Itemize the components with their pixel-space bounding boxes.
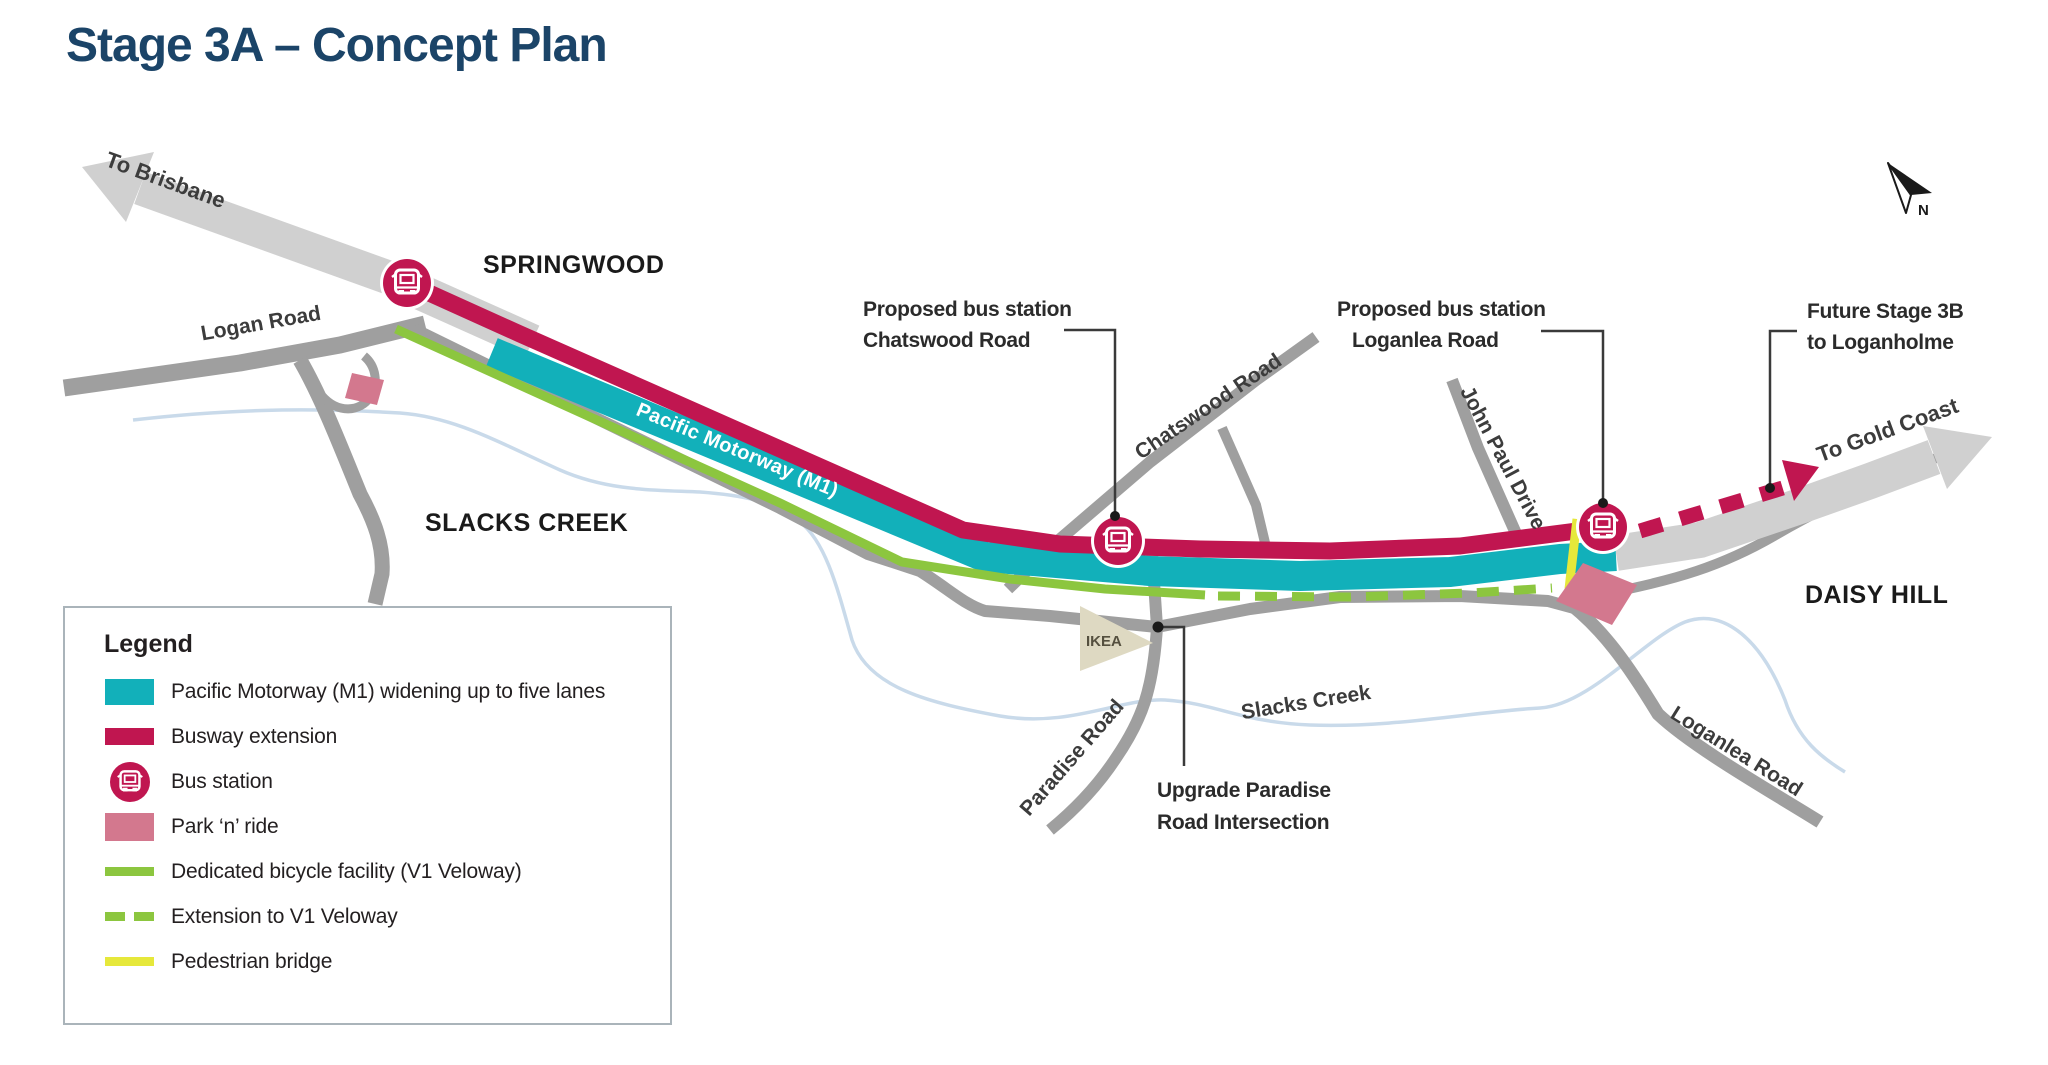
- busway-swatch: [105, 728, 154, 745]
- ikea-site: [1080, 606, 1153, 671]
- legend-item-bus-station: Bus station: [65, 759, 670, 804]
- chatswood-callout-dot: [1110, 511, 1120, 521]
- to-gold-coast-arrow-band: [1613, 440, 1941, 571]
- bus-station-chatswood: [1091, 514, 1145, 568]
- john-paul-drive-path: [1446, 377, 1524, 541]
- slacks-creek-waterway-label: Slacks Creek: [1240, 681, 1373, 724]
- legend-item-bicycle-facility: Dedicated bicycle facility (V1 Veloway): [65, 849, 670, 894]
- future-stage-callout-line1: Future Stage 3B: [1807, 300, 1964, 323]
- legend-item-motorway-widening: Pacific Motorway (M1) widening up to fiv…: [65, 669, 670, 714]
- legend: Legend Pacific Motorway (M1) widening up…: [63, 606, 672, 1025]
- park-n-ride-loganlea: [1556, 563, 1637, 625]
- loganlea-callout-dot: [1598, 498, 1608, 508]
- loganlea-callout-line1: Proposed bus station: [1337, 298, 1546, 321]
- paradise-intersection-dot: [1152, 621, 1164, 633]
- paradise-callout-leader: [1160, 625, 1186, 766]
- loganlea-callout-leader: [1541, 329, 1605, 500]
- logan-road-path: [62, 315, 428, 397]
- loganlea-callout-line2: Loganlea Road: [1352, 329, 1499, 352]
- veloway-extension-swatch: [105, 912, 154, 921]
- paradise-callout-line2: Road Intersection: [1157, 811, 1329, 834]
- chatswood-callout-line1: Proposed bus station: [863, 298, 1072, 321]
- veloway-extension-path: [1217, 583, 1553, 602]
- north-label: N: [1918, 202, 1929, 219]
- motorway-swatch: [105, 678, 154, 705]
- veloway-swatch: [105, 867, 154, 876]
- legend-item-label: Pacific Motorway (M1) widening up to fiv…: [171, 679, 606, 703]
- legend-item-veloway-extension: Extension to V1 Veloway: [65, 894, 670, 939]
- springwood-label: SPRINGWOOD: [483, 251, 664, 279]
- north-arrow-icon: N: [1887, 162, 1932, 219]
- legend-item-label: Bus station: [171, 769, 273, 793]
- loganlea-road-path: [1558, 592, 1824, 828]
- paradise-callout-line1: Upgrade Paradise: [1157, 779, 1331, 802]
- park-n-ride-springwood: [345, 373, 384, 405]
- legend-item-label: Park ‘n’ ride: [171, 814, 279, 838]
- chatswood-road-branch-path: [1217, 425, 1271, 549]
- pedestrian-bridge-path: [1564, 518, 1582, 590]
- logan-road-label: Logan Road: [199, 302, 322, 346]
- ikea-label: IKEA: [1086, 633, 1122, 650]
- chatswood-road-label: Chatswood Road: [1131, 349, 1286, 464]
- legend-item-label: Pedestrian bridge: [171, 949, 333, 973]
- pedestrian-bridge-swatch: [105, 957, 154, 966]
- future-stage-callout-line2: to Loganholme: [1807, 331, 1954, 354]
- to-gold-coast-arrowhead: [1923, 426, 1992, 489]
- paradise-road-path: [1046, 551, 1163, 835]
- park-n-ride-swatch: [105, 812, 154, 841]
- page-title: Stage 3A – Concept Plan: [66, 19, 608, 72]
- veloway-path: [394, 324, 1206, 600]
- existing-motorway: [82, 152, 1992, 571]
- future-busway-arrowhead: [1782, 460, 1819, 501]
- legend-title: Legend: [104, 630, 193, 658]
- legend-item-label: Dedicated bicycle facility (V1 Veloway): [171, 859, 522, 883]
- legend-item-pedestrian-bridge: Pedestrian bridge: [65, 939, 670, 984]
- future-busway-dashed-path: [1637, 479, 1789, 539]
- to-brisbane-arrow-band: [134, 172, 418, 302]
- slacks-creek-waterway-path: [132, 408, 1846, 774]
- chatswood-callout-leader: [1064, 328, 1117, 513]
- legend-item-label: Extension to V1 Veloway: [171, 904, 398, 928]
- bus-station-loganlea: [1576, 500, 1630, 554]
- callout-leaders: [1064, 328, 1797, 766]
- slacks-creek-suburb-label: SLACKS CREEK: [425, 509, 628, 537]
- future-stage-callout-leader: [1768, 329, 1797, 486]
- legend-item-busway-extension: Busway extension: [65, 714, 670, 759]
- daisy-hill-label: DAISY HILL: [1805, 581, 1948, 609]
- logan-road-south-branch-path: [293, 356, 390, 606]
- chatswood-callout-line2: Chatswood Road: [863, 329, 1030, 352]
- bus-station-springwood: [380, 256, 434, 310]
- loganlea-road-label: Loganlea Road: [1667, 702, 1807, 801]
- to-brisbane-arrowhead: [82, 152, 154, 222]
- legend-item-park-n-ride: Park ‘n’ ride: [65, 804, 670, 849]
- future-stage-callout-dot: [1765, 483, 1775, 493]
- motorway-widening-band: [486, 338, 1617, 591]
- legend-item-label: Busway extension: [171, 724, 338, 748]
- bus-station-icon: [109, 761, 150, 802]
